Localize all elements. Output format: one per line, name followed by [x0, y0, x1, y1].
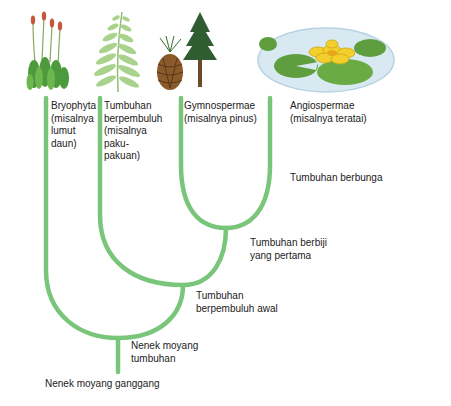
clade-label: Gymnospermae (misalnya pinus) — [184, 100, 269, 125]
moss-illustration — [27, 12, 70, 91]
clade-label: Tumbuhan berbiji yang pertama — [250, 237, 335, 262]
clade-label: Bryophyta (misalnya lumut daun) — [51, 100, 99, 150]
fern-illustration — [93, 12, 142, 92]
clade-label: Nenek moyang tumbuhan — [131, 340, 203, 365]
pine-illustration — [157, 12, 217, 90]
water-lily-illustration — [258, 28, 394, 92]
clade-label: Tumbuhan berbunga — [290, 172, 410, 185]
tree-branches — [46, 98, 270, 372]
clade-label: Tumbuhan berpembuluh (misalnya paku-paku… — [104, 100, 164, 163]
clade-label: Nenek moyang ganggang — [45, 378, 185, 391]
clade-label: Tumbuhan berpembuluh awal — [196, 290, 284, 315]
clade-label: Angiospermae (misalnya teratai) — [290, 100, 380, 125]
